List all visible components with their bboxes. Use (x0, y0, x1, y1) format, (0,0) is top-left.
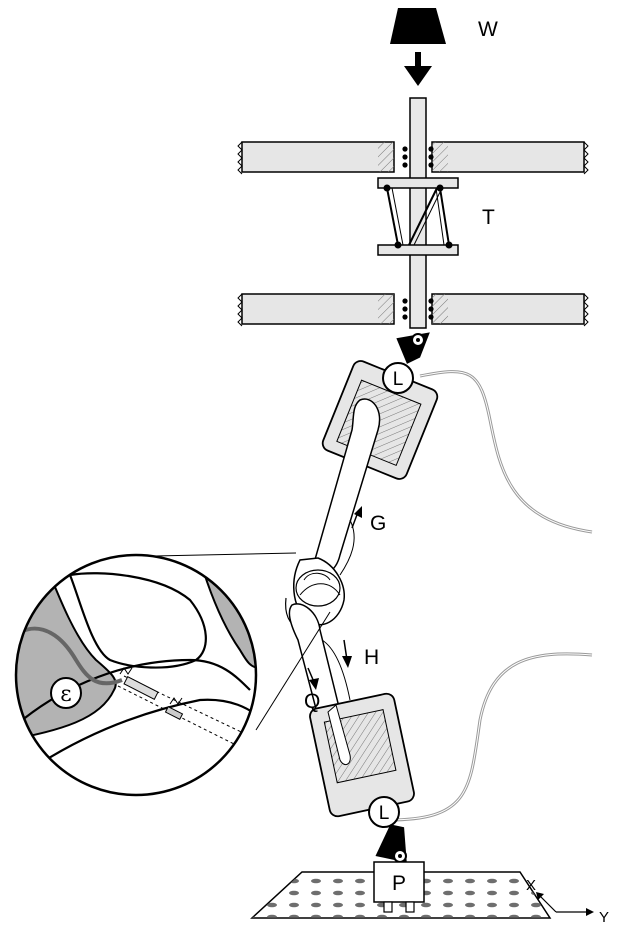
label-l-bottom: L (379, 803, 390, 824)
force-arrow-q-icon (307, 667, 319, 690)
force-arrow-h-icon (342, 639, 352, 668)
weight-force-arrow-icon (404, 52, 432, 86)
upper-sensor-cable (419, 370, 593, 534)
lower-guide-bar (237, 293, 589, 327)
label-p: P (392, 872, 406, 895)
upper-guide-bar (237, 141, 589, 175)
label-q: Q (304, 690, 320, 713)
lower-clamp (309, 692, 415, 818)
lower-sensor-cable (387, 652, 593, 822)
force-arrow-g-icon (351, 506, 362, 529)
platform-mount: P (373, 861, 425, 913)
strain-gauge-label: ε (50, 677, 82, 709)
linkage-mechanism (377, 177, 459, 256)
upper-pivot-joint (396, 332, 430, 364)
lower-pivot-joint (375, 824, 407, 863)
axis-indicator (536, 892, 594, 916)
upper-load-cell: L (382, 362, 414, 394)
magnified-inset (14, 553, 258, 797)
label-w: W (478, 18, 498, 41)
label-axis-x: X (526, 877, 536, 894)
load-shaft (409, 97, 427, 329)
weight-icon (390, 8, 446, 44)
magnifier-guide-line-bottom (255, 611, 331, 731)
label-axis-y: Y (599, 909, 609, 926)
label-t: T (482, 206, 495, 229)
magnifier-circle (14, 553, 258, 797)
magnifier-guide-line-top (153, 552, 297, 557)
label-h: H (364, 646, 379, 669)
label-epsilon: ε (60, 682, 71, 707)
label-g: G (370, 512, 386, 535)
label-l-top: L (393, 369, 404, 390)
lower-load-cell: L (368, 796, 400, 828)
